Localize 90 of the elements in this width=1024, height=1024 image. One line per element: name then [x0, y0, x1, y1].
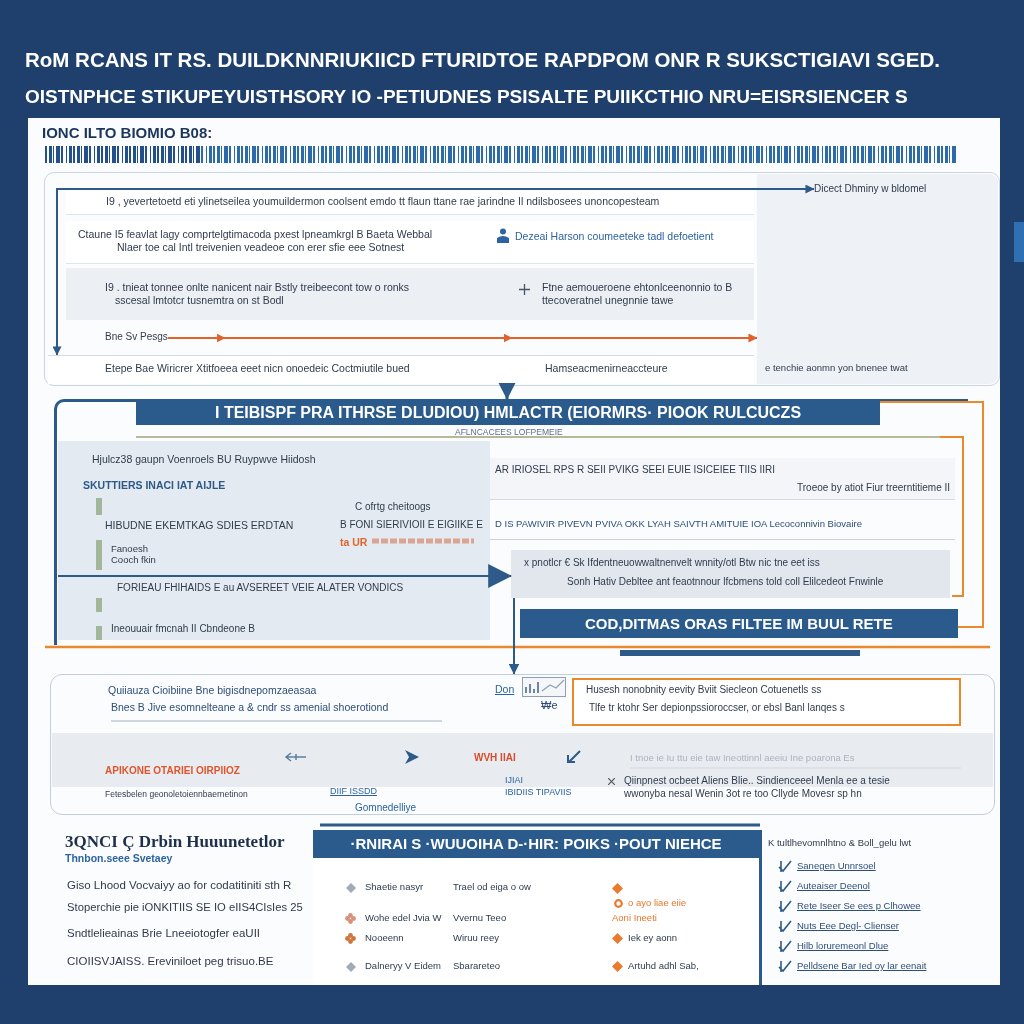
callout-box [572, 678, 961, 726]
heading-text: SKUTTIERS INACI IAT AIJLE [83, 479, 226, 492]
body-text: Ftne aemoueroene ehtonlceenonnio to B ttecoveratnel unegnnie tawe [542, 281, 734, 307]
label-text: Bne Sv Pesgs [105, 331, 168, 343]
link: Nuts Eee Degl- Clienser [797, 920, 899, 932]
heading-text: I TEIBISPF PRA ITHRSE DLUDIOU) HMLACTR (EIORMRS· PIOOK RULCUCZS [215, 402, 802, 422]
heading-text: ·RNIRAI S ·WUUOIHA D-·HIR: POIKS ·POUT NIEHCE [350, 835, 722, 853]
note-text: wwonyba nesal Wenin 3ot re too Cllyde Movesr sp hn [624, 788, 862, 800]
table-text: Wiruu reey [453, 932, 499, 944]
body-text: C ofrtg cheitoogs [355, 501, 431, 513]
panel [50, 674, 995, 815]
body-text: Sonh Hativ Debltee ant feaotnnour lfcbmens told coll Elilcedeot Fnwinle [567, 576, 884, 588]
heading-band [520, 609, 958, 638]
table-panel [313, 830, 762, 985]
table-text: Shaetie nasyr [365, 881, 424, 893]
connector-line [879, 401, 984, 628]
note-text: Qiinpnest ocbeet Aliens Blie.. Sindienceeel Menla ee a tesie [624, 775, 890, 787]
link: Sanegen Unnrsoel [797, 860, 876, 872]
table-text: Vvernu Teeo [453, 912, 507, 924]
note-text: APIKONE OTARIEI OIRPIIOZ [105, 765, 240, 777]
heading-band [136, 399, 880, 425]
body-text: I9 . tnieat tonnee onlte nanicent nair Bstly treibeecont tow o ronks sscesal lmtotcr tusnemtra on st Bodl [105, 281, 411, 307]
side-panel [757, 174, 998, 384]
list-item: CIOIISVJAISS. Ereviniloet peg trisuo.BE [67, 955, 274, 969]
note-text: e tenchie aonmn yon bnenee twat [765, 362, 908, 374]
body-text: x pnotlcr € Sk Ifdentneuowwaltnenvelt wnnity/otl Btw nic tne eet iss [524, 557, 820, 569]
note-text: WVH IIAI [474, 752, 516, 764]
section-label: IONC ILTO BIOMIO B08: [42, 124, 213, 142]
note-text: Bnes B Jive esomnelteane a & cndr ss amenial shoerotiond [111, 701, 389, 714]
section-heading: 3QNCI Ç Drbin Huuunetetlor [65, 832, 285, 853]
table-text: Dalneryy V Eidem [365, 960, 442, 972]
table-text: Nooeenn [365, 932, 404, 944]
body-text: Fanoesh Cooch fkin [111, 543, 157, 566]
caption-text: AFLNCACEES LOFPEMEIE [455, 427, 563, 438]
table-text: o ayo liae eiie [628, 897, 687, 909]
panel [54, 399, 968, 645]
title: RoM RCANS IT RS. DUILDKNNRIUKIICD FTURIDTOE RAPDPOM ONR R SUKSCTIGIAVI SGED. [25, 48, 940, 73]
subtitle: OISTNPHCE STIKUPEYUISTHSORY IO -PETIUDNES PSISALTE PUIIKCTHIO NRU=EISRSIENCER S [25, 86, 908, 109]
table-text: Artuhd adhl Sab, [628, 960, 699, 972]
body-text: AR IRIOSEL RPS R SEII PVIKG SEEI EUIE ISICEIEE TIIS IIRI [495, 464, 776, 476]
link: Rete Iseer Se ees p Clhowee [797, 900, 921, 912]
row-band [48, 355, 754, 384]
arrow [498, 382, 516, 400]
body-text: HIBUDNE EKEMTKAG SDIES ERDTAN [105, 519, 294, 532]
body-text: Ineouuair fmcnah II Cbndeone B [111, 623, 255, 635]
heading-text: COD,DITMAS ORAS FILTEE IM BUUL RETE [585, 614, 893, 633]
body-text: Troeoe by atiot Fiur treerntitieme II [797, 482, 951, 494]
table-text: Sbarareteo [453, 960, 500, 972]
body-text: Etepe Bae Wiricrer Xtitfoeea eeet nicn onoedeic Coctmiutile bued [105, 362, 410, 375]
body-text: Dezeai Harson coumeeteke tadl defoetient [515, 230, 714, 243]
body-text: FORIEAU FHIHAIDS E au AVSEREET VEIE ALATER VONDICS [117, 582, 404, 594]
body-text: Hamseacmenirneaccteure [545, 362, 668, 375]
arrow [166, 334, 758, 343]
body-text: Ctaune I5 feavlat lagy comprtelgtimacoda pxest lpneamkrgl B Baeta Webbal Nlaer toe cal Intl treivenien veadeoe con erer sfie eee Sotnest [78, 228, 434, 254]
link: Auteaiser Deenol [797, 880, 870, 892]
body-text: Hjulcz38 gaupn Voenroels BU Ruypwve Hiidosh [92, 453, 316, 466]
link: Hilb loruremeonl Dlue [797, 940, 889, 952]
arrow [52, 184, 815, 356]
note-text: Gomnedelliye [355, 802, 417, 814]
row-band [66, 221, 754, 264]
panel [44, 172, 1000, 386]
body-text: I9 , yevertetoetd eti ylinetseilea youmuildermon coolsent emdo tt flaun ttane rae jarindne Il ndilsbosees unoncopesteam [106, 195, 660, 208]
table-text: Trael od eiga o ow [453, 881, 531, 893]
body-text: ta UR [340, 536, 368, 549]
link: Don [495, 683, 515, 696]
list-item: Sndtlelieainas Brie Lneeiotogfer eaUII [67, 927, 261, 941]
note-text: ₩e [541, 699, 558, 713]
body-text: Tlfe tr ktohr Ser depionpssioroccser, or ebsl Banl lanqes s [589, 702, 845, 714]
info-box [511, 550, 950, 598]
note-text: Quiiauza Cioibiine Bne bigisdnepomzaeasaa [108, 684, 317, 697]
table-text: Wohe edel Jvia W [365, 912, 442, 924]
note-text: Fetesbelen geonoletoiennbaernetinon [105, 789, 248, 800]
link: Pelldsene Bar Ied oy lar eenait [797, 960, 927, 972]
row-band [490, 458, 955, 500]
list-item: Giso Lhood Vocvaiyy ao for codatitiniti sth R [67, 879, 292, 893]
arrow [508, 597, 520, 675]
note-text: Thnbon.seee Svetaey [65, 852, 173, 865]
body-text: D IS PAWIVIR PIVEVN PVIVA OKK LYAH SAIVTH AMITUIE IOA Lecoconnivin Biovaire [495, 518, 862, 530]
shaded-panel [58, 441, 490, 640]
body-text: Husesh nonobnity eevity Bviit Siecleon Cotuenetls ss [586, 684, 822, 696]
row-band [66, 190, 754, 215]
label-text: Dicect Dhminy w bldomel [814, 183, 927, 195]
table-text: Aoni Ineeti [612, 912, 657, 924]
link: DIIF ISSDD [330, 786, 377, 797]
table-text: Iek ey aonn [628, 932, 678, 944]
note-text: IJIAI [505, 775, 523, 786]
note-text: IBIDIIS TIPAVIIS [505, 787, 572, 798]
body-text: B FONI SIERIVIOII E EIGIIKE E [340, 519, 483, 531]
row-band [66, 268, 754, 320]
arrow [57, 564, 513, 588]
